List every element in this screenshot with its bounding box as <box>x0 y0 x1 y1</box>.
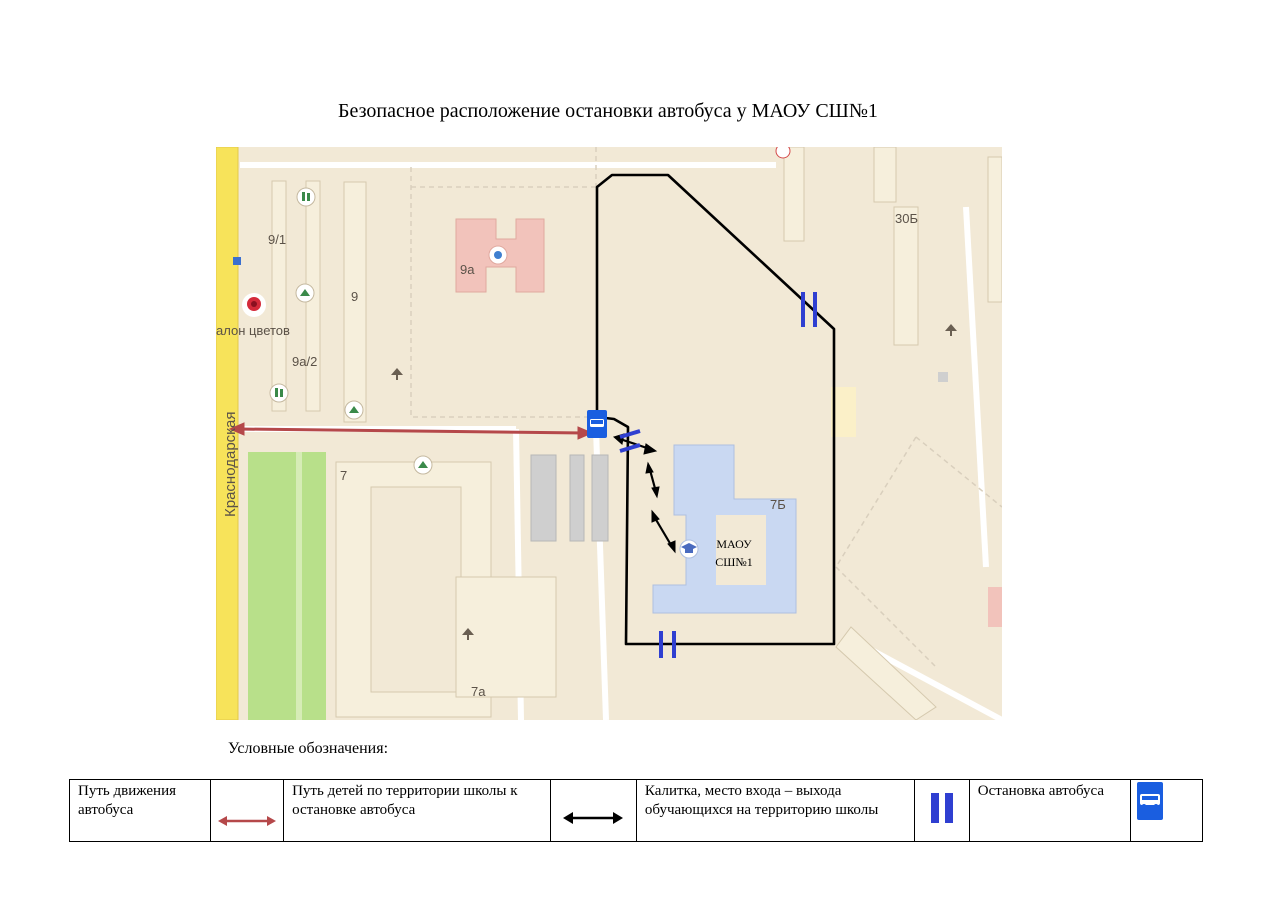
building-label: 7а <box>471 684 486 699</box>
playground-icon <box>391 324 957 640</box>
legend-children-path-label: Путь детей по территории школы к останов… <box>283 779 551 842</box>
street-label: Краснодарская <box>222 411 239 517</box>
building-label: 30Б <box>895 211 918 226</box>
main-road <box>216 147 239 720</box>
children-path <box>612 433 676 554</box>
building-label: 7Б <box>770 497 786 512</box>
poi-label: алон цветов <box>216 323 290 338</box>
small-bus-icon <box>233 257 241 265</box>
legend-gate-symbol <box>914 779 970 842</box>
map-canvas <box>216 147 1002 720</box>
building-label: 9/1 <box>268 232 287 247</box>
legend-gate-label: Калитка, место входа – выхода обучающихс… <box>635 779 916 842</box>
school-boundary <box>595 173 836 646</box>
shop-icon <box>269 187 316 403</box>
building-label: 7 <box>340 468 348 483</box>
flower-shop-icon <box>242 293 266 317</box>
page-title: Безопасное расположение остановки автобу… <box>338 100 878 122</box>
school-label: МАОУ СШ№1 <box>710 535 758 571</box>
map-pin-icon <box>775 147 791 159</box>
legend-children-path-symbol <box>549 779 637 842</box>
legend-bus-stop-label: Остановка автобуса <box>968 779 1131 842</box>
bus-route-arrow <box>228 422 594 440</box>
building-label: 9а <box>460 262 475 277</box>
legend-bus-route-symbol <box>210 779 285 842</box>
kindergarten-icon <box>488 245 508 265</box>
gate-icon <box>931 792 954 823</box>
gate-markers <box>619 292 817 658</box>
school-label-line2: СШ№1 <box>715 555 753 569</box>
school-label-line1: МАОУ <box>716 537 752 551</box>
park-area <box>248 452 326 720</box>
bus-stop-icon <box>1136 782 1163 820</box>
building-label: 9 <box>351 289 359 304</box>
school-icon <box>679 539 699 559</box>
building-label: 9а/2 <box>292 354 318 369</box>
bus-stop-icon <box>587 410 607 438</box>
bus-route-arrow-icon <box>218 815 277 826</box>
legend-table: Путь движения автобуса Путь детей по тер… <box>68 779 1204 842</box>
map[interactable]: Краснодарская 9/1 9 9а 9а/2 7 7а 7Б 30Б … <box>216 147 1002 720</box>
legend-bus-route-label: Путь движения автобуса <box>68 779 212 842</box>
legend-title: Условные обозначения: <box>228 740 389 757</box>
legend-bus-stop-symbol <box>1129 779 1204 842</box>
double-arrow-icon <box>563 811 624 824</box>
